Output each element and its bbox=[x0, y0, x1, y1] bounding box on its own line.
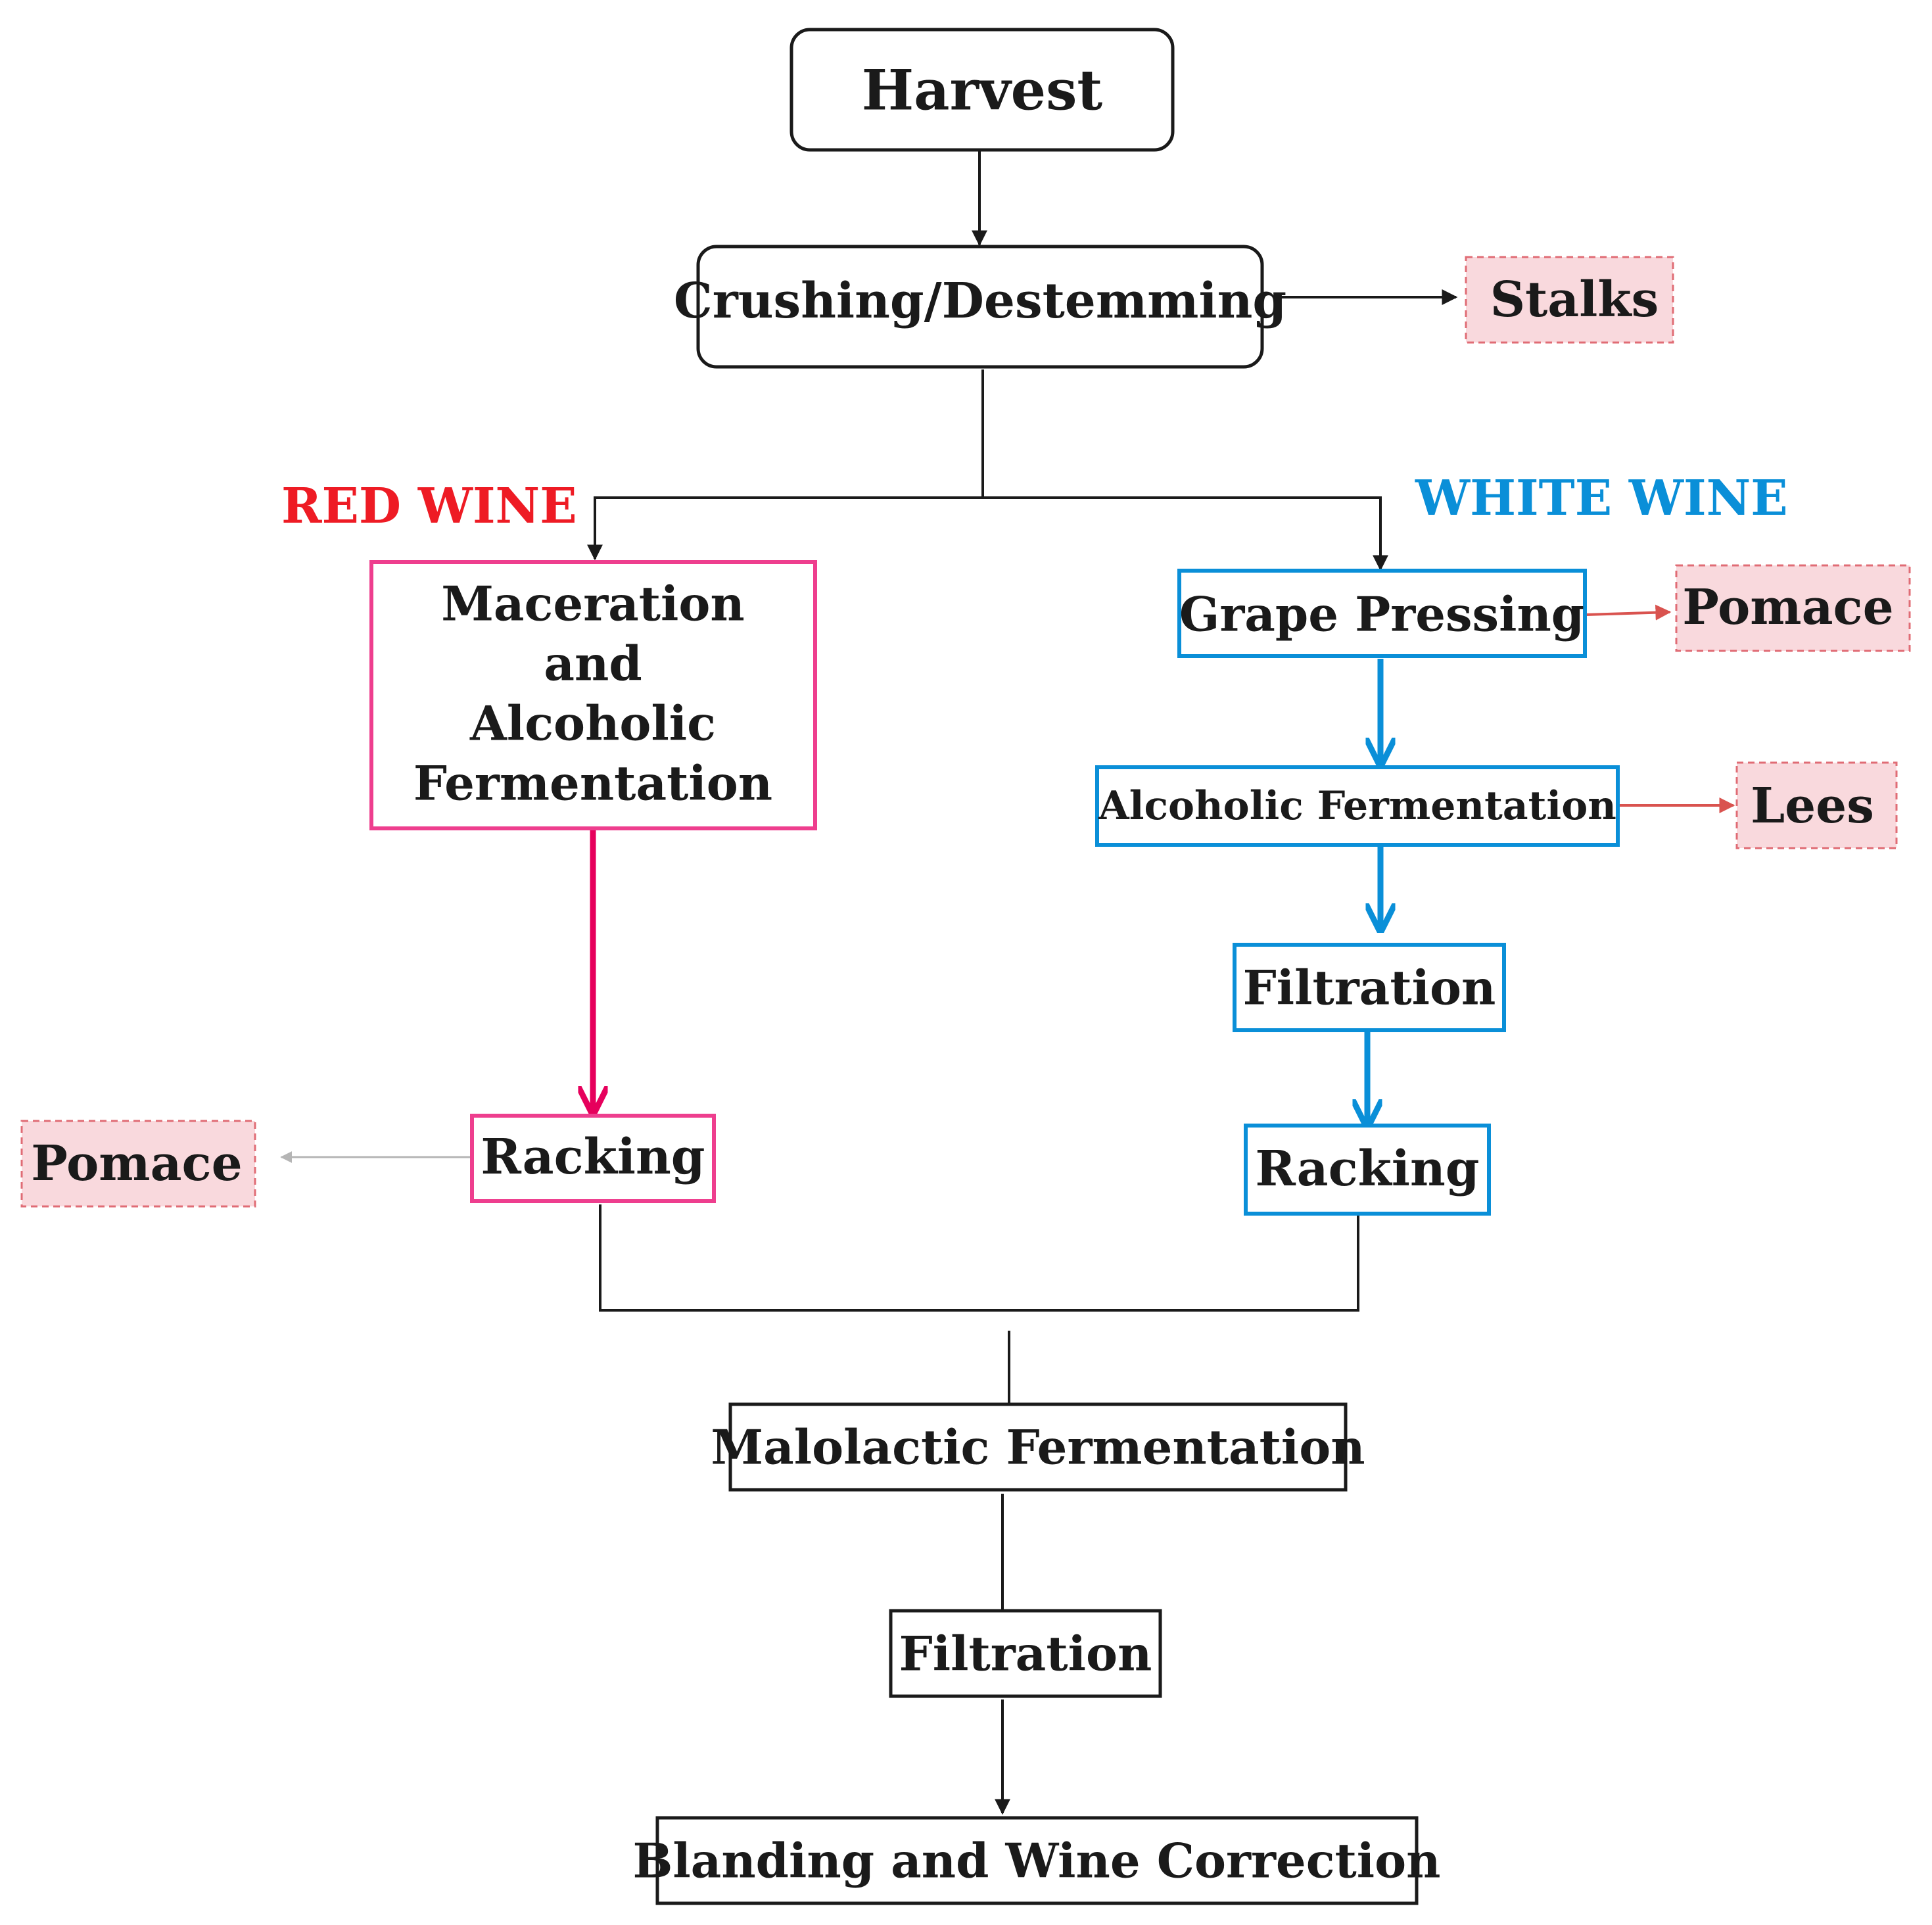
red-wine-label: RED WINE bbox=[281, 478, 577, 535]
step-racking-red: Racking bbox=[470, 1114, 716, 1203]
connector-merge bbox=[599, 1204, 1359, 1312]
step-racking-red-label: Racking bbox=[481, 1129, 705, 1185]
step-grape-pressing: Grape Pressing bbox=[1177, 569, 1587, 658]
step-filtration-final: Filtration bbox=[889, 1609, 1162, 1698]
byproduct-stalks-label: Stalks bbox=[1490, 272, 1659, 328]
arrow-pressing-to-pomace bbox=[1586, 604, 1672, 621]
byproduct-pomace-white-label: Pomace bbox=[1682, 579, 1893, 636]
maceration-line-4: Fermentation bbox=[413, 755, 772, 811]
step-alcoholic-fermentation-label: Alcoholic Fermentation bbox=[1098, 783, 1616, 829]
byproduct-pomace-red-label: Pomace bbox=[31, 1135, 242, 1192]
step-racking-white-label: Racking bbox=[1255, 1141, 1479, 1197]
step-alcoholic-fermentation: Alcoholic Fermentation bbox=[1095, 765, 1620, 847]
step-malolactic-fermentation: Malolactic Fermentation bbox=[711, 1402, 1365, 1492]
step-crushing-destemming: Crushing/Destemming bbox=[674, 245, 1286, 369]
maceration-line-3: Alcoholic bbox=[469, 696, 716, 751]
step-blending-label: Blanding and Wine Correction bbox=[632, 1833, 1440, 1889]
step-harvest-label: Harvest bbox=[862, 58, 1103, 123]
maceration-line-1: Maceration bbox=[441, 576, 745, 632]
step-crushing-label: Crushing/Destemming bbox=[674, 273, 1286, 329]
white-wine-label: WHITE WINE bbox=[1415, 470, 1788, 527]
step-filtration-final-label: Filtration bbox=[899, 1626, 1152, 1682]
step-malolactic-label: Malolactic Fermentation bbox=[711, 1419, 1365, 1475]
byproduct-pomace-white: Pomace bbox=[1675, 564, 1911, 652]
byproduct-lees: Lees bbox=[1735, 761, 1898, 849]
maceration-line-2: and bbox=[544, 636, 642, 692]
arrow-split-to-maceration bbox=[587, 496, 983, 561]
arrow-split-to-grape-pressing bbox=[983, 496, 1388, 571]
byproduct-pomace-red: Pomace bbox=[20, 1120, 256, 1208]
step-harvest: Harvest bbox=[789, 28, 1175, 152]
byproduct-lees-label: Lees bbox=[1751, 778, 1874, 834]
step-maceration-fermentation: Maceration and Alcoholic Fermentation bbox=[369, 560, 817, 830]
byproduct-stalks: Stalks bbox=[1465, 256, 1674, 344]
step-racking-white: Racking bbox=[1244, 1124, 1491, 1216]
step-filtration-white-label: Filtration bbox=[1243, 960, 1496, 1016]
step-grape-pressing-label: Grape Pressing bbox=[1179, 586, 1584, 642]
step-filtration-white: Filtration bbox=[1233, 943, 1506, 1032]
step-blending-correction: Blanding and Wine Correction bbox=[632, 1816, 1441, 1905]
